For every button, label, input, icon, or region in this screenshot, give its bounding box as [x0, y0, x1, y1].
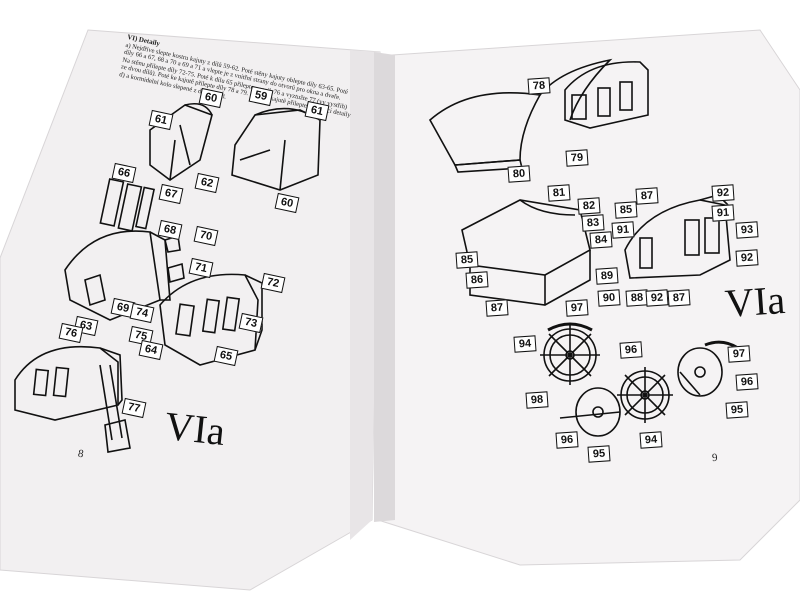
- cabin-body: [159, 273, 259, 366]
- cabin-part-79: [564, 61, 649, 129]
- part-label: 98: [525, 391, 549, 409]
- part-label: 86: [465, 271, 489, 289]
- right-page: [377, 29, 800, 566]
- page-number-right: 9: [711, 451, 718, 465]
- wheel-disc-95: [677, 347, 723, 397]
- part-label: 91: [611, 221, 635, 239]
- part-label: 96: [735, 373, 759, 391]
- part-label: 94: [513, 335, 537, 353]
- left-diagrams: [14, 102, 321, 453]
- part-label: 96: [555, 431, 579, 449]
- part-label: 95: [725, 401, 749, 419]
- part-label: 87: [635, 187, 659, 205]
- part-label: 83: [581, 214, 605, 232]
- part-label: 94: [639, 431, 663, 449]
- part-label: 90: [597, 289, 621, 307]
- part-label: 87: [485, 299, 509, 317]
- part-label: 97: [565, 299, 589, 317]
- part-label: 93: [735, 221, 759, 239]
- left-page-shadow: [350, 50, 380, 540]
- part-label: 89: [595, 267, 619, 285]
- section-title-left: VIa: [162, 402, 228, 455]
- part-label: 85: [455, 251, 479, 269]
- part-label: 82: [577, 197, 601, 215]
- part-label: 95: [587, 445, 611, 463]
- part-label: 81: [547, 184, 571, 202]
- part-label: 87: [667, 289, 691, 307]
- part-label: 92: [711, 184, 735, 202]
- part-label: 97: [727, 345, 751, 363]
- part-label: 92: [735, 249, 759, 267]
- right-diagrams: [428, 58, 739, 437]
- frame-part-b: [231, 109, 321, 191]
- section-title-right: VIa: [723, 276, 787, 327]
- part-label: 78: [527, 77, 551, 95]
- part-label: 92: [645, 289, 669, 307]
- part-label: 80: [507, 165, 531, 183]
- cabin-wall-69: [64, 230, 161, 321]
- part-label: 85: [614, 201, 638, 219]
- part-label: 79: [565, 149, 589, 167]
- part-label: 91: [711, 204, 735, 222]
- part-label: 96: [619, 341, 643, 359]
- part-label: 84: [589, 231, 613, 249]
- spine-shadow: [374, 52, 395, 522]
